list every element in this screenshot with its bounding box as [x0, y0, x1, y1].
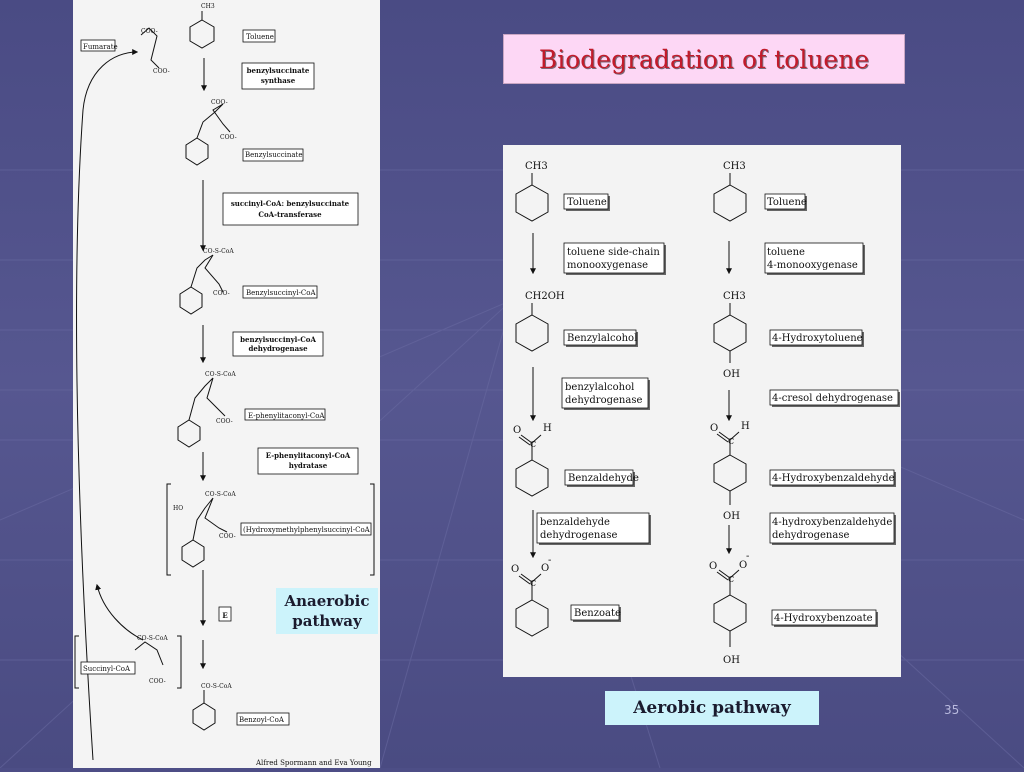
anaerobic-pathway-diagram: Fumarate Toluene Benzylsuccinate Benzyls…: [74, 3, 375, 767]
enzyme-phenylitaconyl-hydratase-2: hydratase: [289, 461, 328, 470]
left-enzyme-1-line1: toluene side-chain: [567, 247, 660, 258]
compound-succinyl-coa: Succinyl-CoA: [83, 665, 131, 673]
compound-hydroxymethylphenylsuccinyl-coa: (Hydroxymethylphenylsuccinyl-CoA: [243, 526, 371, 534]
right-ring-toluene: [713, 184, 747, 222]
anaerobic-pathway-panel: Fumarate Toluene Benzylsuccinate Benzyls…: [73, 0, 380, 768]
benzoyl-coa-ring: [192, 702, 216, 731]
enzyme-coa-transferase-1: succinyl-CoA: benzylsuccinate: [231, 199, 350, 208]
page-number: 35: [944, 703, 960, 717]
chem-coo-6: COO-: [216, 418, 233, 425]
chem-coo-4: COO-: [220, 134, 237, 141]
left-enzyme-3-line1: benzaldehyde: [540, 517, 610, 528]
chem-cosco-2: CO-S-CoA: [205, 371, 236, 378]
left-aldehyde-h: H: [543, 423, 552, 434]
enzyme-benzylsuccinate-synthase-1: benzylsuccinate: [247, 66, 310, 75]
enzyme-benzylsuccinyl-dehydrogenase-2: dehydrogenase: [248, 344, 308, 353]
left-ring-benzoate: [515, 599, 549, 637]
enzyme-benzylsuccinyl-dehydrogenase-1: benzylsuccinyl-CoA: [240, 335, 316, 344]
benzylsuccinyl-coa-ring: [179, 286, 203, 315]
credit-text: Alfred Spormann and Eva Young: [255, 759, 372, 767]
chem-cosco-1: CO-S-CoA: [203, 248, 234, 255]
right-compound-hydroxytoluene: 4-Hydroxytoluene: [772, 333, 863, 344]
right-enzyme-2: 4-cresol dehydrogenase: [772, 393, 893, 404]
enzyme-phenylitaconyl-hydratase-1: E-phenylitaconyl-CoA: [266, 451, 351, 460]
anaerobic-caption-line1: Anaerobic: [284, 592, 370, 610]
compound-toluene: Toluene: [246, 33, 274, 41]
aerobic-pathway-panel: Toluene toluene side-chain monooxygenase…: [503, 145, 901, 677]
right-compound-hydroxybenzaldehyde: 4-Hydroxybenzaldehyde: [772, 473, 895, 484]
compound-benzoyl-coa: Benzoyl-CoA: [239, 716, 285, 724]
chem-ho: HO: [173, 505, 183, 512]
left-enzyme-3-line2: dehydrogenase: [540, 530, 617, 541]
benzylsuccinate-ring: [185, 137, 209, 166]
right-compound-toluene: Toluene: [767, 197, 807, 208]
chem-ch3: CH3: [201, 3, 215, 10]
compound-phenylitaconyl-coa: E-phenylitaconyl-CoA: [248, 412, 325, 420]
left-benzoate-minus: -: [548, 555, 551, 566]
chem-coo-1: COO-: [141, 28, 158, 35]
step-box-e: E: [222, 611, 227, 620]
right-benzoate-minus: -: [746, 551, 749, 562]
enzyme-coa-transferase-2: CoA-transferase: [258, 210, 322, 219]
chem-coo-7: COO-: [219, 533, 236, 540]
left-compound-benzylalcohol: Benzylalcohol: [567, 333, 637, 344]
right-ring-hydroxybenzoate: [713, 594, 747, 632]
left-group-ch3: CH3: [525, 161, 548, 172]
right-group-ch3-2: CH3: [723, 291, 746, 302]
right-aldehyde-o: O: [710, 423, 718, 434]
left-ring-benzaldehyde: [515, 459, 549, 497]
anaerobic-caption-line2: pathway: [292, 612, 362, 630]
compound-benzylsuccinate: Benzylsuccinate: [245, 151, 303, 159]
left-aldehyde-o: O: [513, 425, 521, 436]
anaerobic-pathway-caption: Anaerobic pathway: [276, 588, 378, 634]
right-enzyme-1-line2: 4-monooxygenase: [767, 260, 858, 271]
right-group-oh-2: OH: [723, 511, 740, 522]
left-compound-toluene: Toluene: [567, 197, 607, 208]
right-enzyme-3-line1: 4-hydroxybenzaldehyde: [772, 517, 892, 528]
left-enzyme-2-line2: dehydrogenase: [565, 395, 642, 406]
left-benzoate-o1: O: [511, 564, 519, 575]
right-compound-hydroxybenzoate: 4-Hydroxybenzoate: [774, 613, 873, 624]
left-enzyme-2-line1: benzylalcohol: [565, 382, 634, 393]
right-ring-hydroxytoluene: [713, 314, 747, 352]
chem-cosco-3: CO-S-CoA: [205, 491, 236, 498]
right-ring-hydroxybenzaldehyde: [713, 454, 747, 492]
right-group-ch3-1: CH3: [723, 161, 746, 172]
right-enzyme-1-line1: toluene: [767, 247, 805, 258]
chem-coo-5: COO-: [213, 290, 230, 297]
left-benzoate-o2: O: [541, 563, 549, 574]
right-group-oh-1: OH: [723, 369, 740, 380]
fumarate-label: Fumarate: [83, 43, 118, 51]
right-benzoate-o1: O: [709, 561, 717, 572]
left-compound-benzoate: Benzoate: [574, 608, 621, 619]
right-aldehyde-c: C: [728, 437, 734, 446]
chem-cosco-4: CO-S-CoA: [137, 635, 168, 642]
right-benzoate-c: C: [728, 575, 734, 584]
slide-title: Biodegradation of toluene: [503, 34, 905, 84]
right-aldehyde-h: H: [741, 421, 750, 432]
right-benzoate-o2: O: [739, 560, 747, 571]
enzyme-benzylsuccinate-synthase-2: synthase: [261, 76, 296, 85]
chem-coo-3: COO-: [211, 99, 228, 106]
chem-coo-8: COO-: [149, 678, 166, 685]
phenylitaconyl-ring: [177, 419, 201, 448]
aerobic-pathway-caption: Aerobic pathway: [605, 691, 819, 725]
right-group-oh-3: OH: [723, 655, 740, 666]
left-benzoate-c: C: [530, 579, 536, 588]
left-ring-toluene: [515, 184, 549, 222]
aerobic-pathway-diagram: Toluene toluene side-chain monooxygenase…: [511, 161, 900, 666]
toluene-ring: [189, 19, 215, 49]
hydroxy-ring: [181, 539, 205, 568]
compound-benzylsuccinyl-coa: Benzylsuccinyl-CoA: [246, 289, 316, 297]
left-ring-benzylalcohol: [515, 314, 549, 352]
left-enzyme-1-line2: monooxygenase: [567, 260, 648, 271]
left-group-ch2oh: CH2OH: [525, 291, 565, 302]
left-compound-benzaldehyde: Benzaldehyde: [568, 473, 639, 484]
left-aldehyde-c: C: [530, 440, 536, 449]
chem-coo-2: COO-: [153, 68, 170, 75]
right-enzyme-3-line2: dehydrogenase: [772, 530, 849, 541]
chem-cosco-5: CO-S-CoA: [201, 683, 232, 690]
